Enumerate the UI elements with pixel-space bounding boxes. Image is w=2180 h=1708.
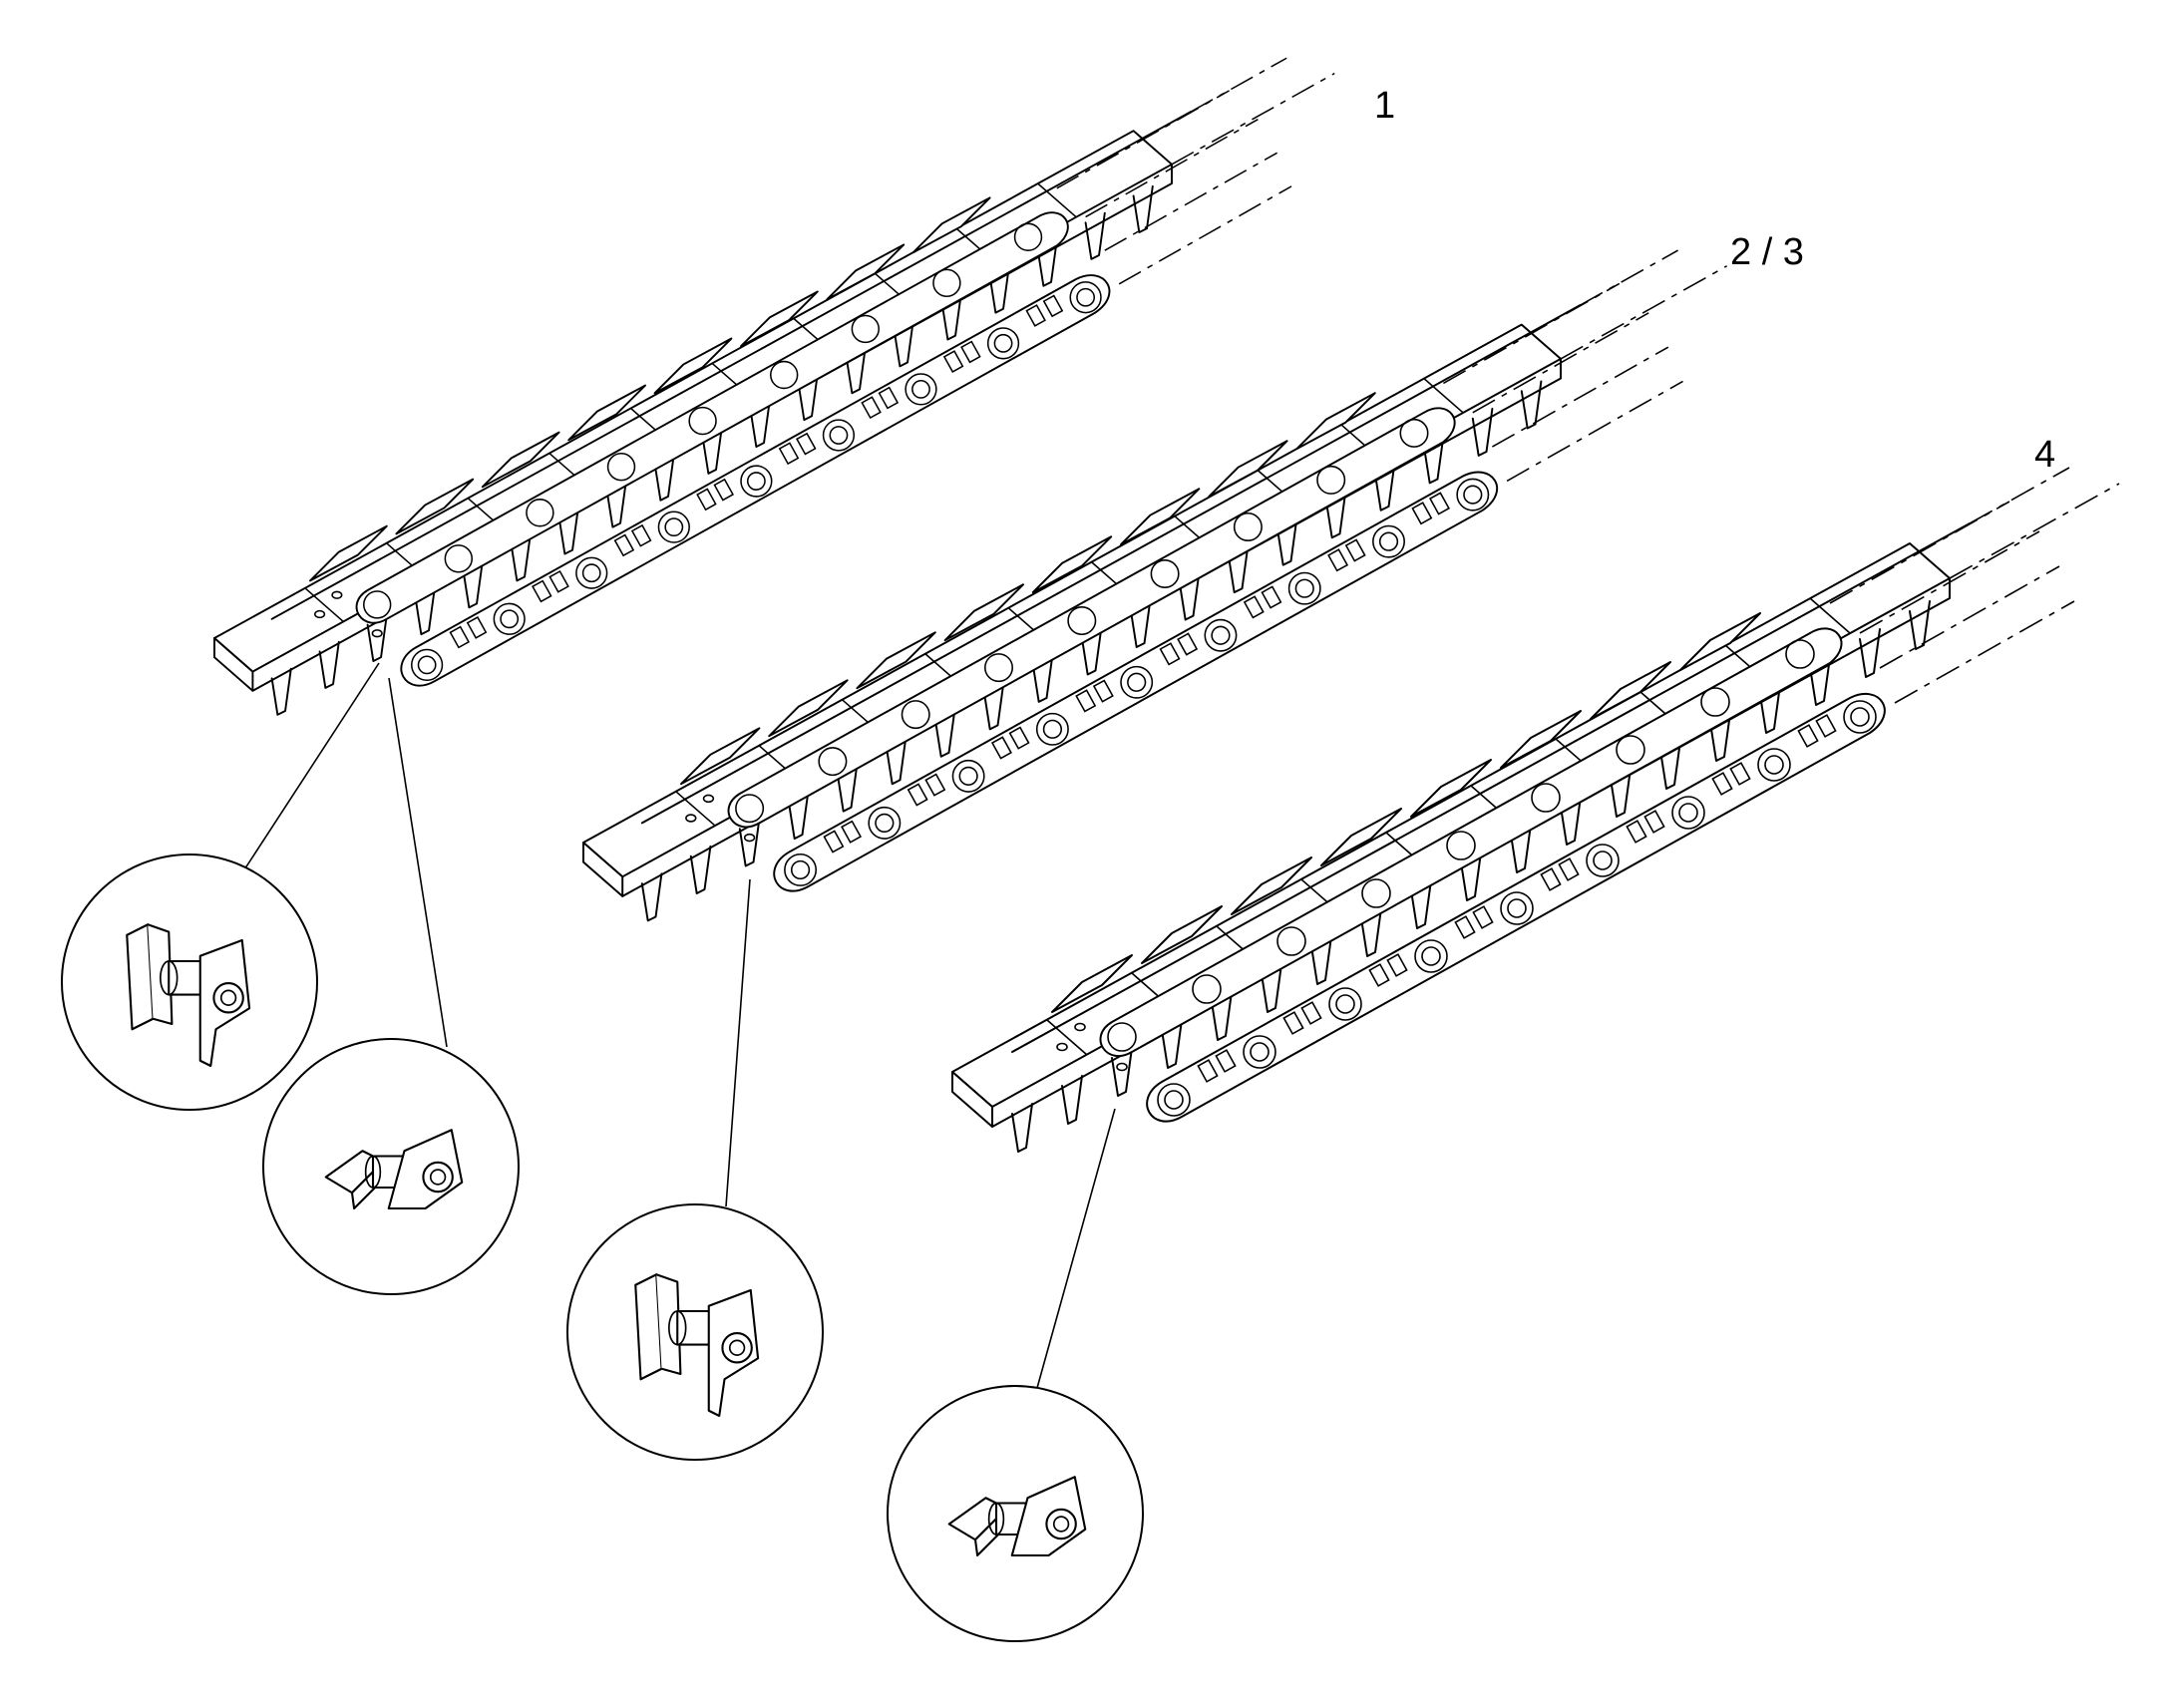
track-assembly-1 (213, 57, 1336, 716)
callout-label-1: 1 (1374, 85, 1395, 127)
detail-circle-1b (262, 1038, 520, 1295)
detail-circle-4 (887, 1385, 1144, 1642)
callout-label-2-3: 2 / 3 (1730, 231, 1804, 273)
detail-circle-1a (61, 854, 318, 1111)
callout-label-4: 4 (2034, 434, 2055, 476)
detail-circle-2-3 (566, 1203, 824, 1461)
leader-lines (238, 662, 1116, 1389)
